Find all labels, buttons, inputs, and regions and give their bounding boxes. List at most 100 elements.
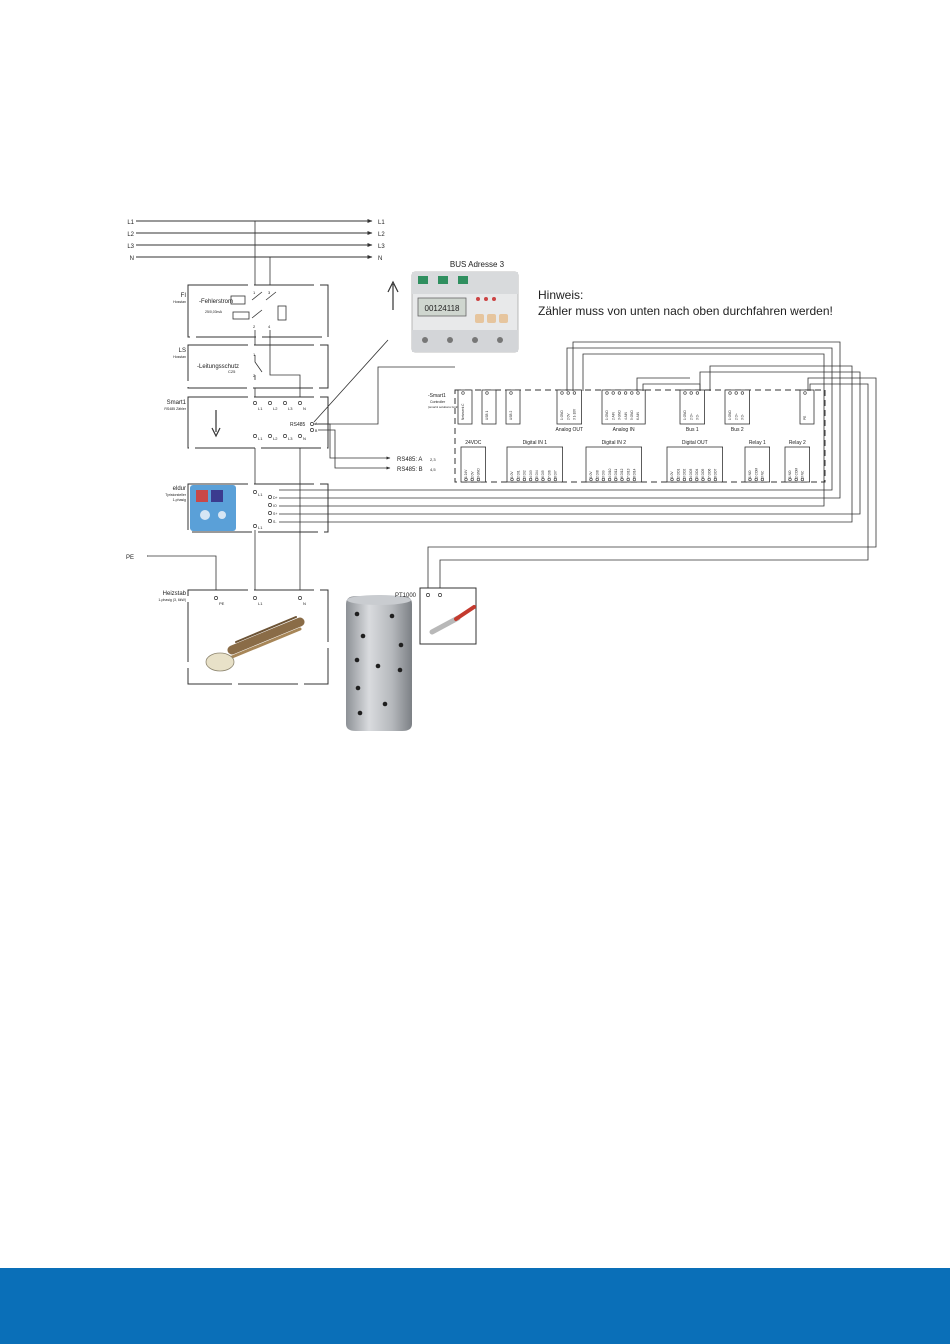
controller-module-name: Bus 1 [686, 427, 699, 433]
mains-lines [136, 219, 373, 259]
controller-module-top-1 [481, 389, 497, 425]
controller-pin-terminal [601, 477, 606, 482]
controller-module-name: Analog OUT [556, 427, 584, 433]
smart1-top-l1: L1 [258, 406, 263, 411]
pt1000-sensor-image [429, 605, 476, 635]
controller-pin-terminal [688, 477, 693, 482]
controller-pin-label: PE [803, 416, 807, 420]
pe-label: PE [126, 555, 134, 561]
controller-pin-label: 6 DO5 [701, 469, 705, 478]
controller-module-top-7 [799, 389, 815, 425]
controller-pin-label: USB 2 [509, 411, 513, 420]
heizstab-t-l1: L1 [258, 601, 263, 606]
fi-sub: Hosstan [173, 300, 186, 304]
hint-line2: Zähler muss von unten nach oben durchfah… [538, 304, 833, 318]
controller-pin-label: 6 DI12 [620, 468, 624, 478]
controller-pin-terminal [695, 391, 700, 395]
controller-module-name: Relay 1 [749, 440, 766, 446]
controller-pin-label: 8 DI14 [633, 468, 637, 478]
controller-pin-terminal [676, 477, 680, 482]
eldur-box [187, 483, 329, 533]
controller-module-bottom-1 [506, 446, 563, 483]
controller-pin-terminal [510, 477, 514, 482]
smart1-top-n: N [303, 406, 306, 411]
controller-pin-terminal [701, 477, 705, 482]
controller-module-bottom-2 [585, 446, 642, 483]
smart1-bot-l3: L3 [288, 436, 293, 441]
controller-pin-terminal [485, 391, 489, 395]
eldur-p1: D+ [273, 496, 278, 500]
controller-pin-label: 1 GND [728, 410, 732, 420]
controller-pin-label: 2 AIN [611, 412, 615, 420]
controller-pin-terminal [683, 391, 687, 395]
controller-module-name: Relay 2 [789, 440, 806, 446]
mains-l2-out: L2 [378, 232, 385, 238]
controller-pin-terminal [509, 391, 513, 395]
fi-title: FI [181, 293, 187, 299]
controller-pin-terminal [464, 477, 468, 482]
controller-pin-label: 4 DI3 [529, 470, 533, 478]
controller-pin-terminal [803, 391, 807, 395]
controller-pin-label: 5 DI11 [614, 469, 618, 478]
controller-pin-terminal [630, 391, 634, 395]
controller-pin-terminal [589, 477, 593, 482]
controller-pin-label: 3 1-10V [573, 408, 577, 420]
controller-pin-terminal [623, 391, 628, 395]
feeder-wires [147, 221, 301, 590]
controller-module-top-5 [679, 389, 706, 425]
meter-device-image [411, 271, 519, 353]
controller-pin-label: 7 DI13 [626, 468, 630, 478]
controller-pin-label: 5 GND [630, 410, 634, 420]
controller-pin-label: 5 DO4 [695, 469, 699, 478]
fi-box [187, 284, 329, 338]
controller-pin-label: 3 DI9 [602, 470, 606, 478]
storage-tank-image [346, 595, 412, 731]
controller-pin-label: 3 GND [477, 468, 481, 478]
rs485-a-note: 2,3 [430, 457, 436, 462]
smart1-bot-l2: L2 [273, 436, 278, 441]
controller-pin-label: 3 GND [618, 410, 622, 420]
meter-display: 00124118 [425, 304, 461, 313]
fi-t2: 2 [253, 324, 256, 329]
mains-l1-in: L1 [127, 220, 134, 226]
controller-title: -Smart1 [428, 393, 446, 399]
eldur-title: eldur [173, 486, 186, 492]
controller-pin-label: 2 D+ [734, 413, 738, 420]
controller-pin-terminal [788, 477, 792, 482]
fi-rating: 25/0,03mA [205, 310, 223, 314]
controller-pin-terminal [528, 477, 533, 482]
fi-t1: 1 [253, 290, 256, 295]
smart1-bot-n: N [303, 436, 306, 441]
ls-t1: 1 [253, 352, 256, 357]
ls-label: -Leitungsschutz [197, 364, 239, 370]
controller-module-top-6 [724, 389, 751, 425]
eldur-sub1: Tyristorsteller [165, 493, 187, 497]
controller-module-bottom-5 [784, 446, 811, 483]
controller-pin-label: 1 GND [560, 410, 564, 420]
fi-label: -Fehlerstrom [199, 299, 233, 305]
controller-pin-label: 4 DI10 [608, 468, 612, 478]
controller-pin-terminal [605, 391, 609, 395]
controller-pin-terminal [707, 477, 711, 482]
controller-pin-label: 1 0V [589, 471, 593, 478]
controller-module-bottom-0 [460, 446, 487, 483]
controller-pin-terminal [794, 477, 798, 482]
controller-pin-label: 2 D+ [689, 413, 693, 420]
controller-pin-label: 2 0V [470, 471, 474, 478]
controller-pin-label: 4 DO3 [689, 469, 693, 478]
ls-sub: Hosstan [173, 355, 186, 359]
ls-rating: C25 [228, 369, 236, 374]
controller-pin-terminal [566, 391, 570, 395]
controller-pin-terminal [734, 391, 738, 395]
mains-l2-in: L2 [127, 232, 134, 238]
heating-element-image [205, 616, 305, 672]
hint-line1: Hinweis: [538, 288, 583, 302]
ls-box [187, 344, 329, 389]
heizstab-t-n: N [303, 601, 306, 606]
controller-pin-terminal [695, 477, 699, 482]
heizstab-title: Heizstab [163, 591, 187, 597]
controller-pin-label: 3 NC [801, 470, 805, 478]
controller-pin-label: 2 DO1 [676, 469, 680, 478]
controller-pin-label: 1 0V [670, 471, 674, 478]
controller-pin-terminal [522, 477, 527, 482]
